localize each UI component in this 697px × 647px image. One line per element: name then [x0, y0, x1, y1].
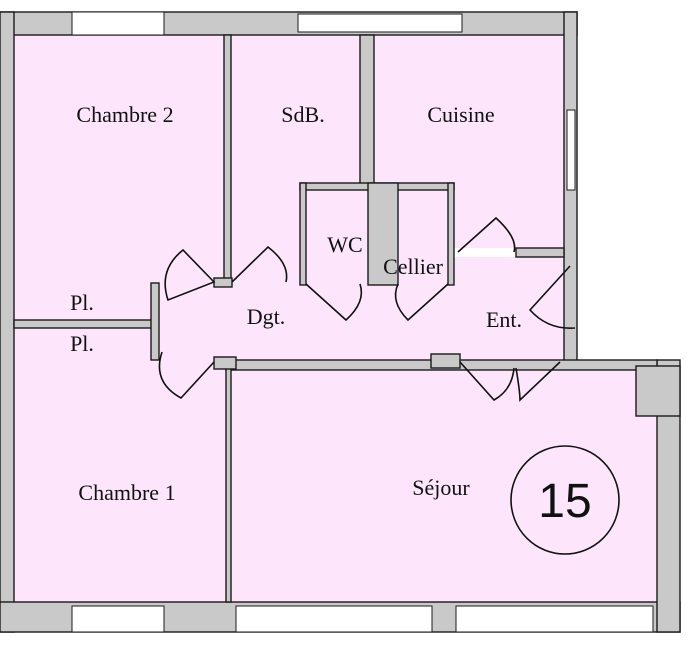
- label-chambre-2: Chambre 2: [76, 102, 173, 127]
- door-wc: [305, 283, 363, 322]
- windows: [71, 11, 654, 633]
- label-dgt: Dgt.: [247, 304, 286, 329]
- chambre-1-floor: [14, 328, 226, 602]
- window-top-1: [71, 11, 165, 36]
- chambre1-right-wall: [225, 359, 232, 603]
- room-labels: Chambre 2 SdB. Cuisine WC Cellier Dgt. E…: [70, 102, 522, 505]
- chambre2-right-wall: [223, 34, 232, 286]
- door-entrance: [528, 265, 576, 329]
- column-mark-b: [213, 356, 237, 370]
- corridor-left-stub: [150, 282, 160, 361]
- unit-number-badge: 15: [510, 445, 620, 555]
- window-top-2: [297, 13, 463, 33]
- window-bottom-2: [235, 605, 433, 633]
- label-ent: Ent.: [486, 307, 522, 332]
- wc-cellier-divider: [367, 182, 399, 286]
- wc-left-wall: [299, 182, 307, 286]
- sejour-floor: [231, 370, 657, 602]
- label-cellier: Cellier: [383, 254, 444, 279]
- label-chambre-1: Chambre 1: [78, 480, 175, 505]
- door-sdb: [231, 245, 288, 283]
- column-mark-a: [213, 277, 233, 288]
- label-wc: WC: [327, 232, 362, 257]
- door-swings: [158, 216, 576, 402]
- window-bottom-3: [455, 605, 654, 633]
- kitchen-bottom-stub: [515, 247, 565, 258]
- door-chambre2: [164, 248, 216, 302]
- label-cuisine: Cuisine: [427, 102, 494, 127]
- cellier-right-wall: [447, 182, 455, 286]
- label-sejour: Séjour: [412, 475, 470, 500]
- sdb-right-wall: [359, 34, 375, 188]
- column-mark-c: [430, 353, 461, 369]
- label-sdb: SdB.: [281, 102, 324, 127]
- right-wall-lower: [656, 359, 681, 633]
- room-floors: [14, 35, 657, 602]
- unit-number: 15: [538, 475, 591, 528]
- window-right-kitchen: [566, 109, 576, 191]
- label-placard-lower: Pl.: [70, 331, 94, 356]
- door-kitchen: [457, 216, 516, 253]
- door-cellier: [394, 283, 449, 322]
- unit-number-circle: [510, 445, 620, 555]
- bedroom-partition: [13, 319, 158, 329]
- corner-column: [635, 365, 681, 417]
- window-bottom-1: [71, 605, 165, 633]
- label-placard-upper: Pl.: [70, 290, 94, 315]
- outer-wall-left: [0, 11, 15, 633]
- door-sejour: [459, 361, 561, 402]
- door-chambre1: [158, 351, 215, 400]
